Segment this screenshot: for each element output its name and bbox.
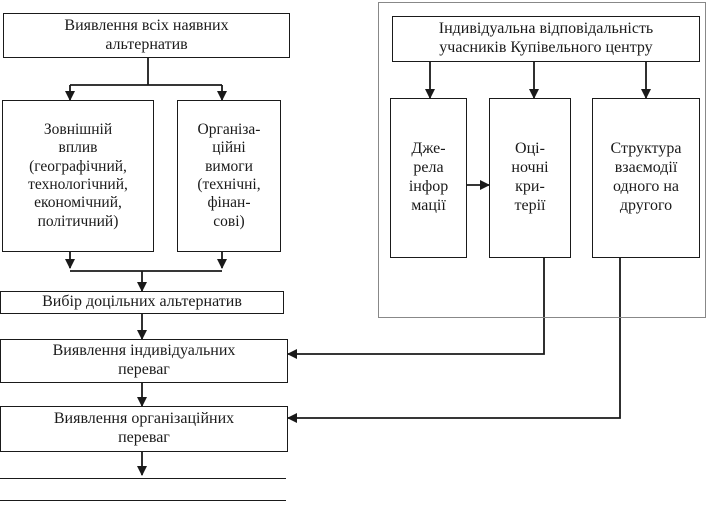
select-feasible-alternatives-box: Вибір доцільних альтернатив <box>0 291 284 314</box>
individual-responsibility-header: Індивідуальна відповідальність учасників… <box>392 16 700 62</box>
responsibility-panel <box>378 2 706 318</box>
identify-individual-preferences-box: Виявлення індивідуальних переваг <box>0 339 288 383</box>
bottom-rule-2 <box>0 500 286 501</box>
org-requirements-box: Організа- ційні вимоги (технічні, фінан-… <box>177 100 281 252</box>
information-sources-box: Дже- рела інфор мації <box>390 98 467 258</box>
interaction-structure-box: Структура взаємодії одного на другого <box>592 98 700 258</box>
bottom-rule-1 <box>0 478 286 479</box>
evaluation-criteria-box: Оці- ночні кри- терії <box>489 98 571 258</box>
identify-all-alternatives-box: Виявлення всіх наявних альтернатив <box>3 13 290 58</box>
identify-org-preferences-box: Виявлення організаційних переваг <box>0 406 288 452</box>
arrow-structure-to-org <box>287 258 621 423</box>
arrow-criteria-to-individual <box>287 258 545 359</box>
external-influence-box: Зовнішній вплив (географічний, технологі… <box>2 100 154 252</box>
